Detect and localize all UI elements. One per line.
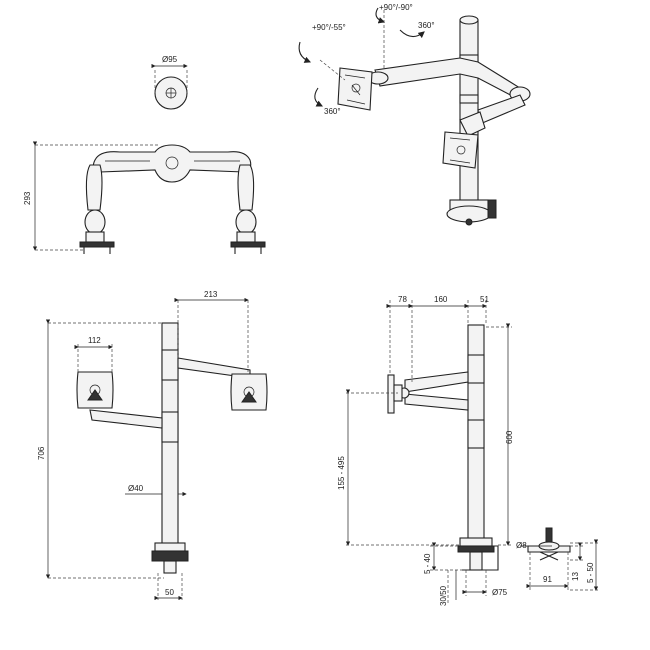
iso-rotate-bottom-label: 360°	[324, 107, 341, 116]
iso-pivot-label: +90°/-90°	[379, 3, 413, 12]
left-height-label: 706	[37, 446, 46, 460]
iso-rotate-label: 360°	[418, 21, 435, 30]
right-elevation: 78 160 51 600 155 - 495 5 - 40 30/50 Ø75…	[337, 295, 600, 606]
right-range-label: 5 - 50	[586, 562, 595, 583]
left-vesa-label: 112	[88, 336, 101, 345]
top-view: Ø95	[151, 55, 188, 110]
left-base-label: 50	[165, 588, 174, 597]
front-view-height-label: 293	[23, 191, 32, 205]
right-bolt-label: Ø8	[516, 541, 527, 550]
right-desk-thickness-label: 5 - 40	[423, 553, 432, 574]
right-dim-b-label: 160	[434, 295, 448, 304]
right-clamp-diameter-label: Ø75	[492, 588, 508, 597]
right-adjust-label: 155 - 495	[337, 456, 346, 490]
left-reach-label: 213	[204, 290, 218, 299]
left-elevation: 213 112 706 Ø40 50	[37, 290, 268, 601]
top-view-diameter-label: Ø95	[162, 55, 178, 64]
iso-view: +90°/-55° 360° 360° +90°/-90°	[298, 3, 531, 226]
right-grommet-label: 30/50	[439, 585, 448, 606]
front-view: 293	[23, 141, 266, 254]
right-bolt-height-label: 13	[571, 572, 580, 581]
right-dim-a-label: 78	[398, 295, 407, 304]
right-pole-height-label: 600	[505, 430, 514, 444]
iso-tilt-label: +90°/-55°	[312, 23, 346, 32]
left-pole-diameter-label: Ø40	[128, 484, 144, 493]
right-dim-c-label: 51	[480, 295, 489, 304]
right-clamp-width-label: 91	[543, 575, 552, 584]
